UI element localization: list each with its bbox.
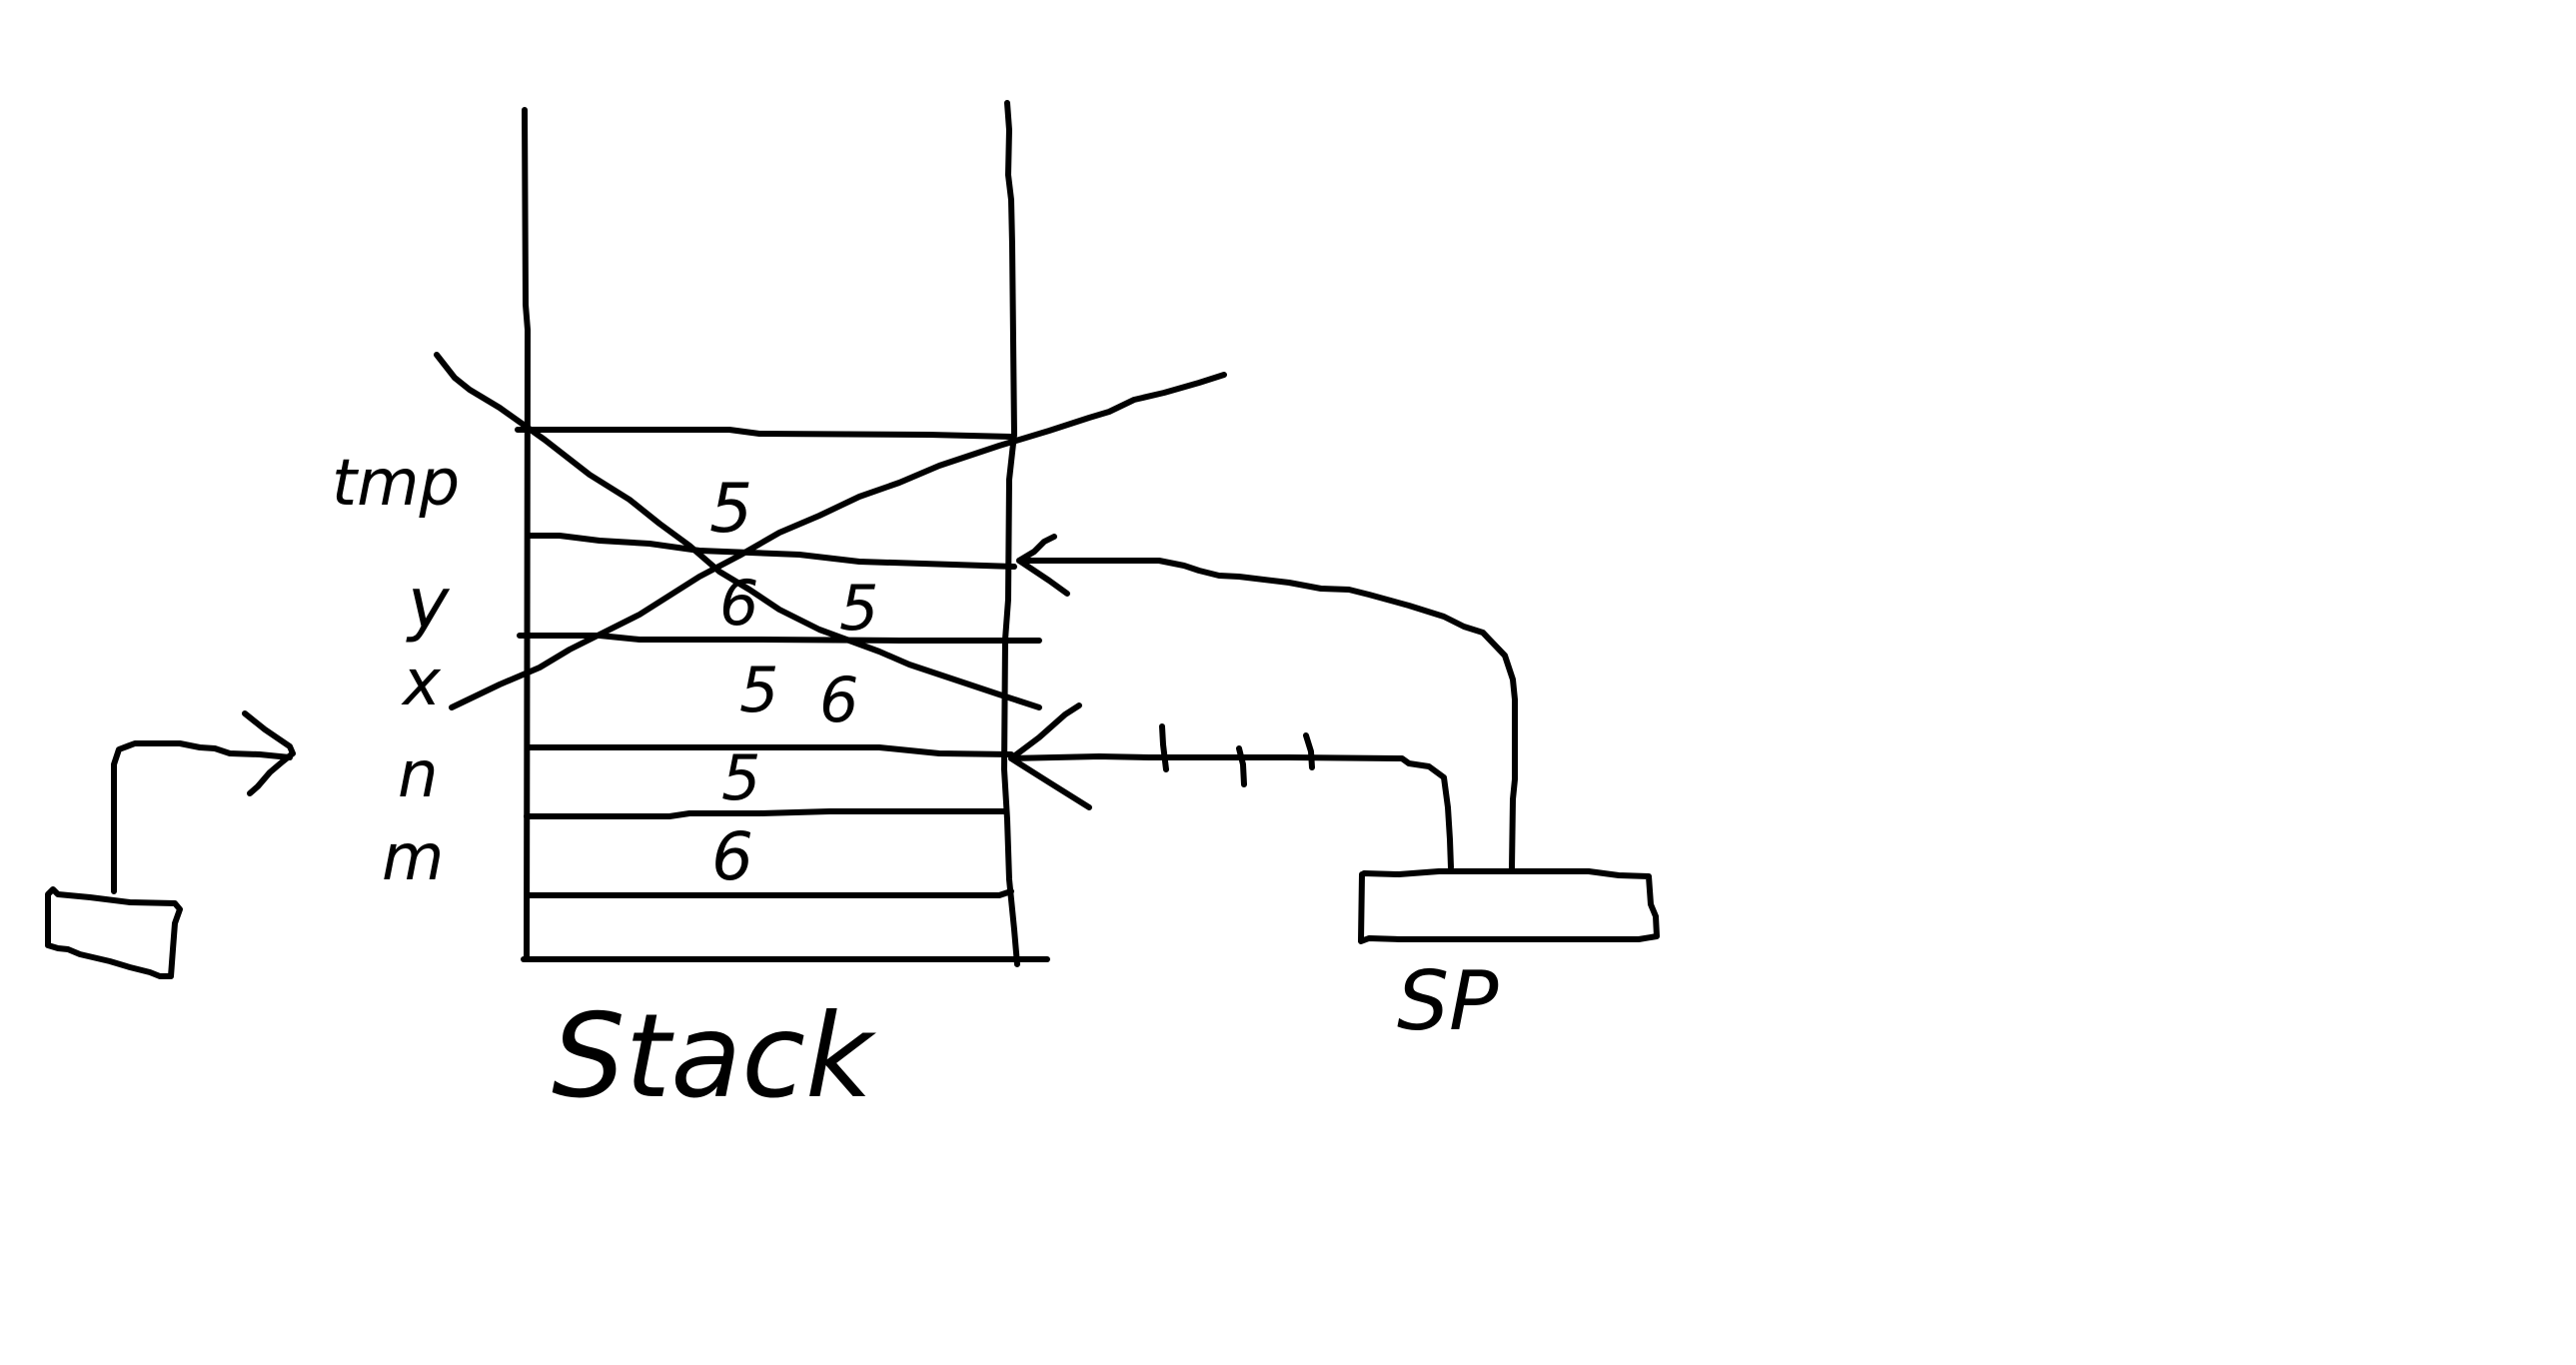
stack-divider-x-n — [525, 744, 1014, 757]
label-y: y — [406, 563, 451, 645]
stack-pointer — [1008, 534, 1660, 944]
stack-right-wall — [1001, 100, 1020, 967]
slot-labels: tmp y x n m — [332, 447, 460, 895]
value-y-slot-old: 6 — [719, 567, 758, 640]
sp-old-pointer-line — [1016, 558, 1518, 871]
strike-diagonal-down — [434, 352, 1042, 710]
stack-divider-y-x — [517, 633, 1042, 644]
value-tmp-slot: 5 — [709, 470, 752, 549]
value-x-slot-new: 6 — [819, 664, 858, 736]
stack-left-wall — [522, 107, 531, 962]
stack-divider-n-m — [524, 808, 1007, 819]
stack-divider-tmp-y — [527, 533, 1017, 570]
sp-box — [1358, 868, 1660, 944]
stack-divider-top — [515, 427, 1014, 440]
sp-old-arrowhead — [1016, 534, 1070, 597]
slot-values: 5 6 5 5 6 5 6 — [709, 470, 878, 895]
stack-divider-m-bottom — [525, 888, 1014, 898]
sp-label: SP — [1397, 954, 1499, 1049]
sp-tick-2 — [1236, 745, 1247, 787]
value-n-slot: 5 — [721, 741, 760, 814]
left-box-arrow-line — [111, 740, 293, 894]
stack-frame — [515, 100, 1050, 967]
stack-caption: Stack — [552, 989, 876, 1124]
left-box — [45, 710, 296, 979]
sp-tick-1 — [1159, 723, 1169, 772]
label-tmp: tmp — [332, 447, 460, 521]
label-n: n — [398, 738, 439, 812]
label-x: x — [401, 647, 442, 720]
value-x-slot-old: 5 — [739, 654, 778, 726]
label-m: m — [382, 821, 444, 895]
left-box-outline — [45, 886, 183, 979]
strike-diagonal-up — [449, 372, 1227, 710]
left-box-arrowhead — [242, 710, 296, 796]
value-y-slot-new: 5 — [839, 572, 878, 645]
value-m-slot: 6 — [711, 818, 753, 895]
sp-new-arrowhead — [1008, 702, 1092, 810]
sp-tick-3 — [1303, 732, 1315, 770]
strike-through-strokes — [434, 352, 1227, 710]
sp-new-pointer-line — [1008, 753, 1454, 870]
